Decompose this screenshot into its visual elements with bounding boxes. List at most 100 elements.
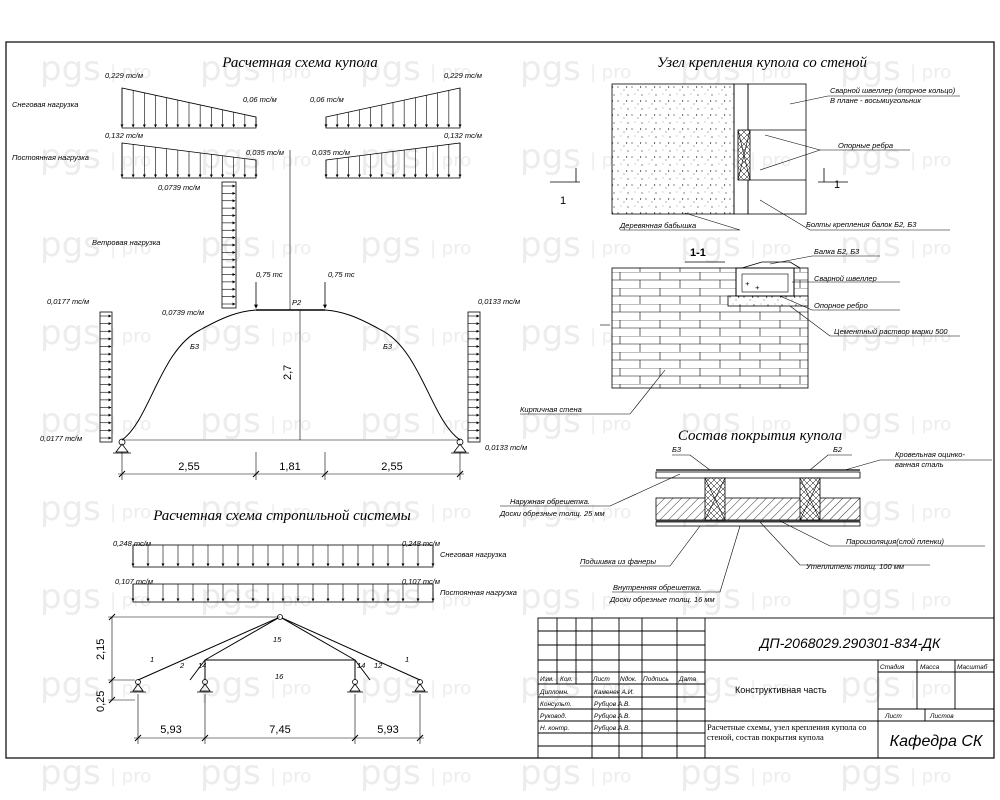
watermark-suffix: | pro [110,326,151,347]
wind-side-left-arrows [100,314,112,440]
wind-side-right-arrows [468,314,480,440]
roof-leaders [500,454,992,593]
hdr-date: Дата [678,676,697,683]
section-mark-right-label: 1 [834,179,840,191]
watermark-brand: pgs [520,753,581,793]
wind-side-left-top: 0,0177 тс/м [47,297,89,306]
point-load-right: 0,75 тс [328,270,355,279]
steel-label-2: ванная сталь [895,460,944,469]
sill-label: Деревянная бабышка [619,221,696,230]
node-leaders [620,95,960,231]
rafter-snow-label: Снеговая нагрузка [440,550,506,559]
watermark-brand: pgs [200,313,261,353]
sheet-frame [5,41,995,759]
role-3: Руковод. [540,712,567,720]
watermark-brand: pgs [360,313,421,353]
watermark-suffix: | pro [750,414,791,435]
watermark-suffix: | pro [430,502,471,523]
member-16: 16 [275,672,284,681]
watermark-suffix: | pro [270,326,311,347]
mortar-bed [727,295,809,307]
dome-title: Расчетная схема купола [221,55,377,71]
watermark-brand: pgs [840,49,901,89]
arch-right-label: Б3 [383,342,393,351]
rafter-supports [130,679,428,693]
outer-lathing [655,471,861,479]
section-mark-left [550,168,580,183]
sheet-description: Расчетные схемы, узел крепления купола с… [707,723,867,742]
watermark-brand: pgs [520,137,581,177]
watermark-suffix: | pro [270,766,311,787]
wind-side-right-top: 0,0133 тс/м [478,297,520,306]
name-4: Рубцов А.В. [594,724,630,732]
rafter-perm-arrows [131,584,435,602]
rafter-snow-right: 0,248 тс/м [402,539,440,548]
watermark-suffix: | pro [270,678,311,699]
watermark-brand: pgs [680,49,741,89]
hdr-ndok: Nдок. [620,675,637,683]
watermark-suffix: | pro [590,678,631,699]
node-detail: Узел крепления купола со стеной 1 1 Свар… [520,55,960,415]
title-block: ДП-2068029.290301-834-ДК Изм. Кол. Лист … [537,617,995,759]
watermark-suffix: | pro [910,502,951,523]
weld-channel-label: Сварной швеллер [814,274,877,283]
snow-load-left-arrows [120,88,258,128]
member-12: 12 [374,661,383,670]
watermark-suffix: | pro [910,678,951,699]
watermark-brand: pgs [680,665,741,705]
perm-max-right: 0,132 тс/м [444,131,482,140]
watermark-brand: pgs [40,401,101,441]
wind-load-label: Ветровая нагрузка [92,238,160,247]
watermark-brand: pgs [200,577,261,617]
watermark-brand: pgs [360,225,421,265]
vapor-label: Пароизоляция(слой пленки) [846,537,945,546]
rafter-dim-2: 7,45 [269,724,290,736]
member-1-left: 1 [150,655,154,664]
snow-load-label: Снеговая нагрузка [12,100,78,109]
dome-dim-chain [118,452,464,480]
watermark-suffix: | pro [910,590,951,611]
snow-max-right: 0,229 тс/м [444,71,482,80]
watermark-suffix: | pro [110,678,151,699]
bolts-label: Болты крепления балок Б2, Б3 [806,220,917,229]
watermark-brand: pgs [520,577,581,617]
watermark-suffix: | pro [430,150,471,171]
role-1: Дипломн. [539,689,569,696]
watermark-suffix: | pro [430,62,471,83]
watermark-brand: pgs [840,137,901,177]
channel-label-2: В плане - восьмиугольник [830,96,921,105]
watermark-brand: pgs [840,313,901,353]
department: Кафедра СК [890,733,984,750]
rafter-snow-left: 0,248 тс/м [113,539,151,548]
watermark-brand: pgs [360,49,421,89]
sheets-label: Листов [929,713,954,720]
sheet-label: Лист [884,713,902,720]
inner-lathing-label: Внутренняя обрешетка. [613,583,702,592]
hdr-sign: Подпись [643,675,669,683]
watermark-suffix: | pro [270,150,311,171]
watermark-suffix: | pro [270,502,311,523]
watermark-suffix: | pro [430,678,471,699]
watermark-brand: pgs [200,401,261,441]
watermark-brand: pgs [40,137,101,177]
beam-elevation [747,83,807,215]
section-title: 1-1 [690,247,706,259]
inner-lathing-label-2: Доски обрезные толщ. 16 мм [609,595,715,604]
watermark-brand: pgs [520,225,581,265]
watermark-brand: pgs [840,665,901,705]
watermark-brand: pgs [200,489,261,529]
watermark-suffix: | pro [430,238,471,259]
watermark-suffix: | pro [750,590,791,611]
perm-min-left: 0,035 тс/м [246,148,284,157]
hdr-kol: Кол. [560,676,573,683]
arch-right-b3 [324,309,461,441]
watermark-brand: pgs [360,401,421,441]
watermark-suffix: | pro [430,590,471,611]
wind-load-top-arrows [222,184,236,306]
roof-title: Состав покрытия купола [678,428,842,444]
watermark-suffix: | pro [750,238,791,259]
point-load-left: 0,75 тс [256,270,283,279]
sheet-description-box: Расчетные схемы, узел крепления купола с… [707,723,867,742]
hdr-list: Лист [592,676,610,683]
watermark-brand: pgs [520,313,581,353]
